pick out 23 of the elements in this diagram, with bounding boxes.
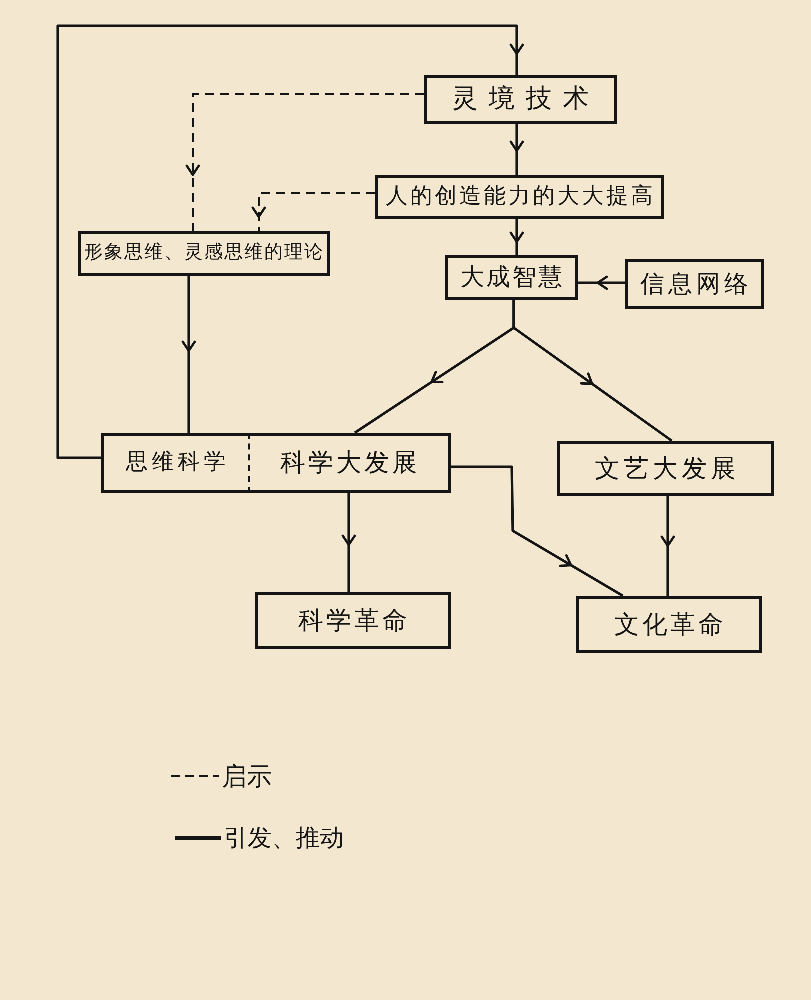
process-box: 科学大发展 bbox=[250, 433, 451, 493]
process-box: 大成智慧 bbox=[445, 255, 578, 300]
process-box: 思维科学 bbox=[101, 433, 250, 493]
process-box: 文艺大发展 bbox=[557, 441, 774, 496]
process-box: 科学革命 bbox=[255, 592, 451, 649]
arrow bbox=[56, 24, 524, 460]
process-box: 形象思维、灵感思维的理论 bbox=[78, 231, 330, 276]
arrow bbox=[510, 219, 524, 255]
arrow bbox=[510, 124, 524, 175]
arrow bbox=[186, 93, 424, 231]
arrow bbox=[578, 276, 625, 290]
legend-label: 引发、推动 bbox=[224, 823, 344, 854]
arrow bbox=[182, 276, 196, 433]
process-box: 文化革命 bbox=[576, 596, 762, 653]
arrow bbox=[342, 493, 356, 592]
arrow bbox=[451, 466, 624, 598]
arrow bbox=[660, 496, 676, 596]
arrow bbox=[252, 192, 375, 231]
process-box: 信息网络 bbox=[625, 259, 764, 309]
process-box: 人的创造能力的大大提高 bbox=[375, 175, 664, 219]
legend-label: 启示 bbox=[222, 761, 272, 793]
process-box: 灵境技术 bbox=[424, 75, 617, 124]
arrow bbox=[512, 300, 673, 442]
